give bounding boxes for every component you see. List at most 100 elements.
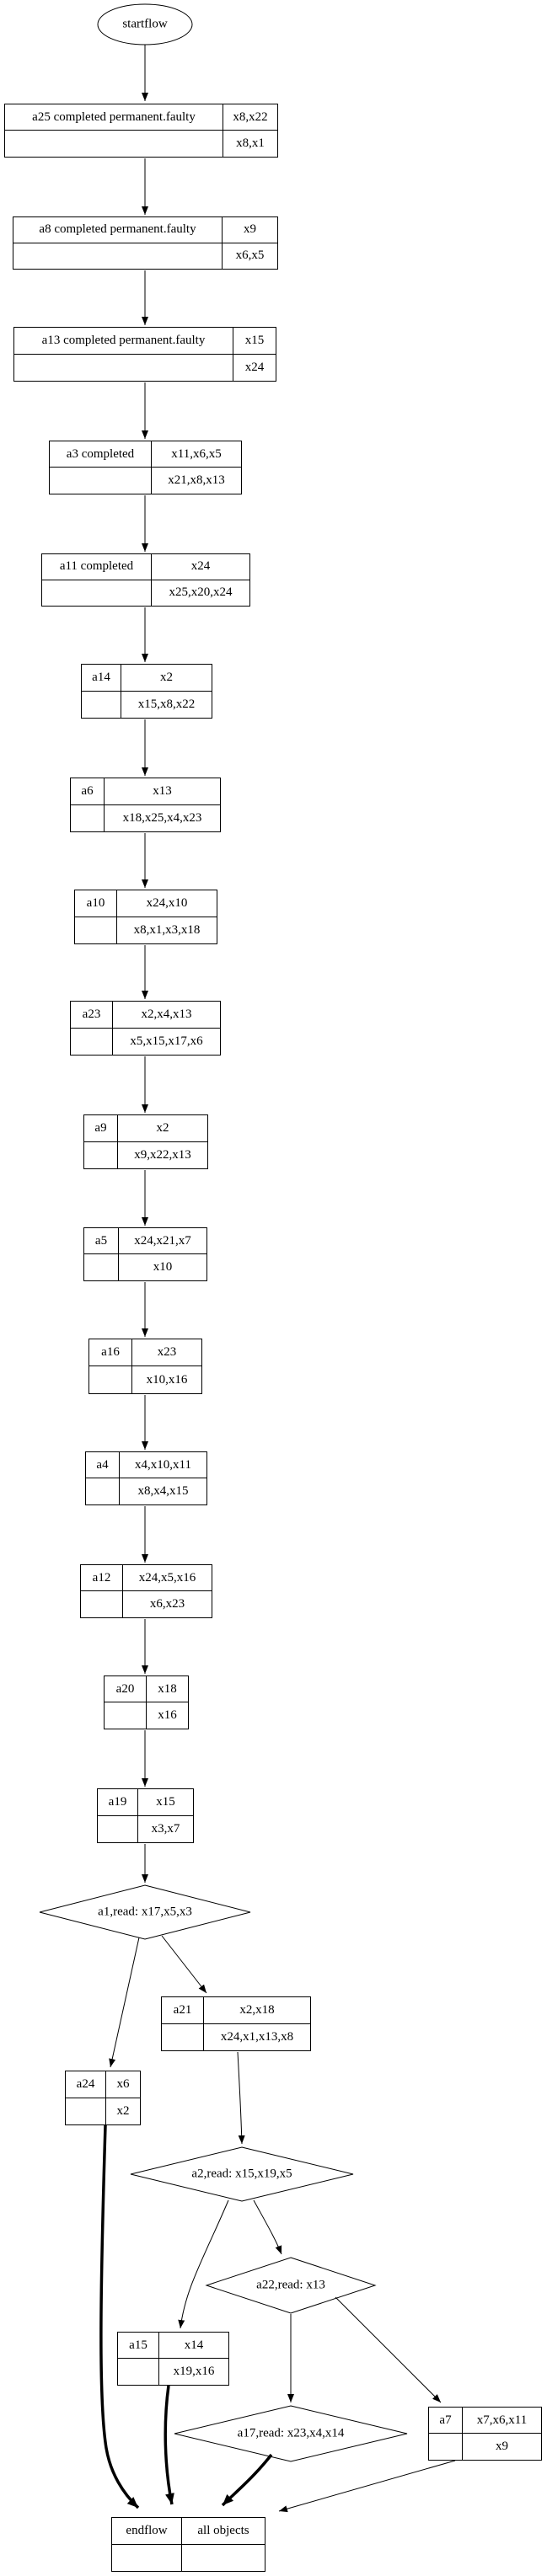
node-a20-top-right: x18	[147, 1676, 188, 1702]
node-a13-top-right: x15	[233, 328, 276, 355]
node-a7-bottom-right: x9	[496, 2440, 508, 2453]
edge-a22-a7	[335, 2296, 442, 2403]
node-a24-bottom-right: x2	[116, 2103, 130, 2118]
node-a12: a12 x24,x5,x16 x6,x23	[80, 1564, 212, 1618]
empty-cell	[105, 1702, 147, 1729]
node-a23-top-right: x2,x4,x13	[113, 1002, 220, 1029]
node-a10: a10 x24,x10 x8,x1,x3,x18	[74, 890, 217, 944]
node-a7-top-right: x7,x6,x11	[463, 2408, 541, 2434]
diamond-a17-label: a17,read: x23,x4,x14	[237, 2426, 345, 2440]
node-a4-top-right: x4,x10,x11	[120, 1452, 206, 1478]
diamond-a2	[130, 2146, 354, 2202]
node-a15-top-right: x14	[159, 2333, 228, 2359]
node-endflow: endflow all objects	[111, 2517, 265, 2572]
node-a5-title: a5	[84, 1228, 119, 1254]
node-a10-bottom-right: x8,x1,x3,x18	[133, 922, 201, 937]
node-a25-title: a25 completed permanent.faulty	[5, 104, 223, 131]
node-a21: a21 x2,x18 x24,x1,x13,x8	[161, 1996, 311, 2051]
node-endflow-top-right: all objects	[182, 2518, 265, 2545]
node-a23-title: a23	[71, 1002, 113, 1029]
node-a15-bottom-right: x19,x16	[173, 2365, 215, 2378]
node-a11: a11 completed x24 x25,x20,x24	[41, 553, 250, 607]
node-a4-bottom-right: x8,x4,x15	[137, 1484, 189, 1498]
node-a23: a23 x2,x4,x13 x5,x15,x17,x6	[70, 1001, 221, 1056]
diamond-a2-label: a2,read: x15,x19,x5	[191, 2167, 292, 2181]
node-endflow-title: endflow	[112, 2518, 182, 2545]
node-a5: a5 x24,x21,x7 x10	[83, 1227, 207, 1281]
empty-cell	[182, 2545, 265, 2572]
empty-cell	[71, 804, 105, 831]
diamond-a1	[39, 1884, 251, 1940]
node-a21-title: a21	[162, 1997, 204, 2024]
edge-a7-endflow	[278, 2460, 456, 2513]
node-a4-title: a4	[86, 1452, 120, 1478]
node-a13-bottom-right: x24	[244, 360, 265, 374]
node-a25-top-right: x8,x22	[223, 104, 277, 131]
node-a5-top-right: x24,x21,x7	[119, 1228, 206, 1254]
empty-cell	[71, 1028, 113, 1055]
node-a3-bottom-right: x21,x8,x13	[168, 473, 225, 487]
empty-cell	[84, 1254, 119, 1280]
node-a8-title: a8 completed permanent.faulty	[13, 217, 223, 243]
empty-cell	[82, 691, 121, 718]
node-a19: a19 x15 x3,x7	[97, 1788, 194, 1843]
node-a14-title: a14	[82, 665, 121, 692]
edge-a1-a24	[109, 1937, 140, 2068]
node-a6-top-right: x13	[105, 778, 220, 805]
empty-cell	[89, 1366, 132, 1393]
empty-cell	[162, 2023, 204, 2050]
node-a7-title: a7	[429, 2408, 463, 2434]
node-a14: a14 x2 x15,x8,x22	[81, 664, 212, 719]
node-a19-top-right: x15	[138, 1789, 193, 1816]
diamond-a1-label: a1,read: x17,x5,x3	[98, 1905, 192, 1919]
edge-a2-a15	[178, 2199, 229, 2329]
node-a21-bottom-right: x24,x1,x13,x8	[220, 2029, 294, 2044]
node-a10-top-right: x24,x10	[117, 890, 217, 917]
node-a11-top-right: x24	[152, 554, 249, 580]
node-a15: a15 x14 x19,x16	[117, 2332, 229, 2386]
node-a24-top-right: x6	[106, 2071, 140, 2098]
node-a20: a20 x18 x16	[104, 1675, 189, 1729]
node-a16-bottom-right: x10,x16	[146, 1372, 188, 1387]
node-a23-bottom-right: x5,x15,x17,x6	[130, 1034, 203, 1048]
empty-cell	[98, 1815, 138, 1842]
node-a6: a6 x13 x18,x25,x4,x23	[70, 778, 221, 832]
node-a12-bottom-right: x6,x23	[149, 1597, 185, 1611]
node-a8-bottom-right: x6,x5	[235, 249, 265, 263]
node-a9-title: a9	[84, 1115, 118, 1142]
node-a15-title: a15	[118, 2333, 159, 2359]
empty-cell	[13, 243, 223, 269]
node-a13-title: a13 completed permanent.faulty	[14, 328, 233, 355]
diamond-a22-label: a22,read: x13	[256, 2278, 325, 2292]
edge-a2-a22	[253, 2199, 282, 2255]
edge-a24-endflow	[99, 2124, 140, 2509]
node-a21-top-right: x2,x18	[204, 1997, 310, 2024]
node-a7: a7 x7,x6,x11 x9	[428, 2407, 542, 2461]
node-a3-top-right: x11,x6,x5	[152, 441, 241, 468]
node-a6-bottom-right: x18,x25,x4,x23	[122, 810, 202, 825]
empty-cell	[50, 468, 152, 494]
node-a24-title: a24	[66, 2071, 106, 2098]
empty-cell	[84, 1141, 118, 1168]
empty-cell	[5, 131, 223, 157]
node-a11-title: a11 completed	[42, 554, 152, 580]
diamond-a22	[205, 2257, 377, 2314]
node-a25-bottom-right: x8,x1	[236, 136, 265, 150]
edge-a17-endflow	[221, 2453, 273, 2507]
diamond-a17	[174, 2405, 408, 2462]
empty-cell	[81, 1591, 123, 1617]
node-a19-title: a19	[98, 1789, 138, 1816]
node-a25: a25 completed permanent.faulty x8,x22 x8…	[4, 104, 278, 158]
node-a9: a9 x2 x9,x22,x13	[83, 1114, 208, 1169]
empty-cell	[112, 2544, 182, 2571]
node-a20-bottom-right: x16	[158, 1708, 177, 1722]
node-a3-title: a3 completed	[50, 441, 152, 468]
node-a20-title: a20	[105, 1676, 147, 1702]
node-a12-top-right: x24,x5,x16	[123, 1565, 212, 1591]
empty-cell	[75, 917, 117, 943]
node-a24: a24 x6 x2	[65, 2071, 141, 2125]
empty-cell	[66, 2098, 106, 2124]
startflow-label: startflow	[122, 17, 168, 31]
